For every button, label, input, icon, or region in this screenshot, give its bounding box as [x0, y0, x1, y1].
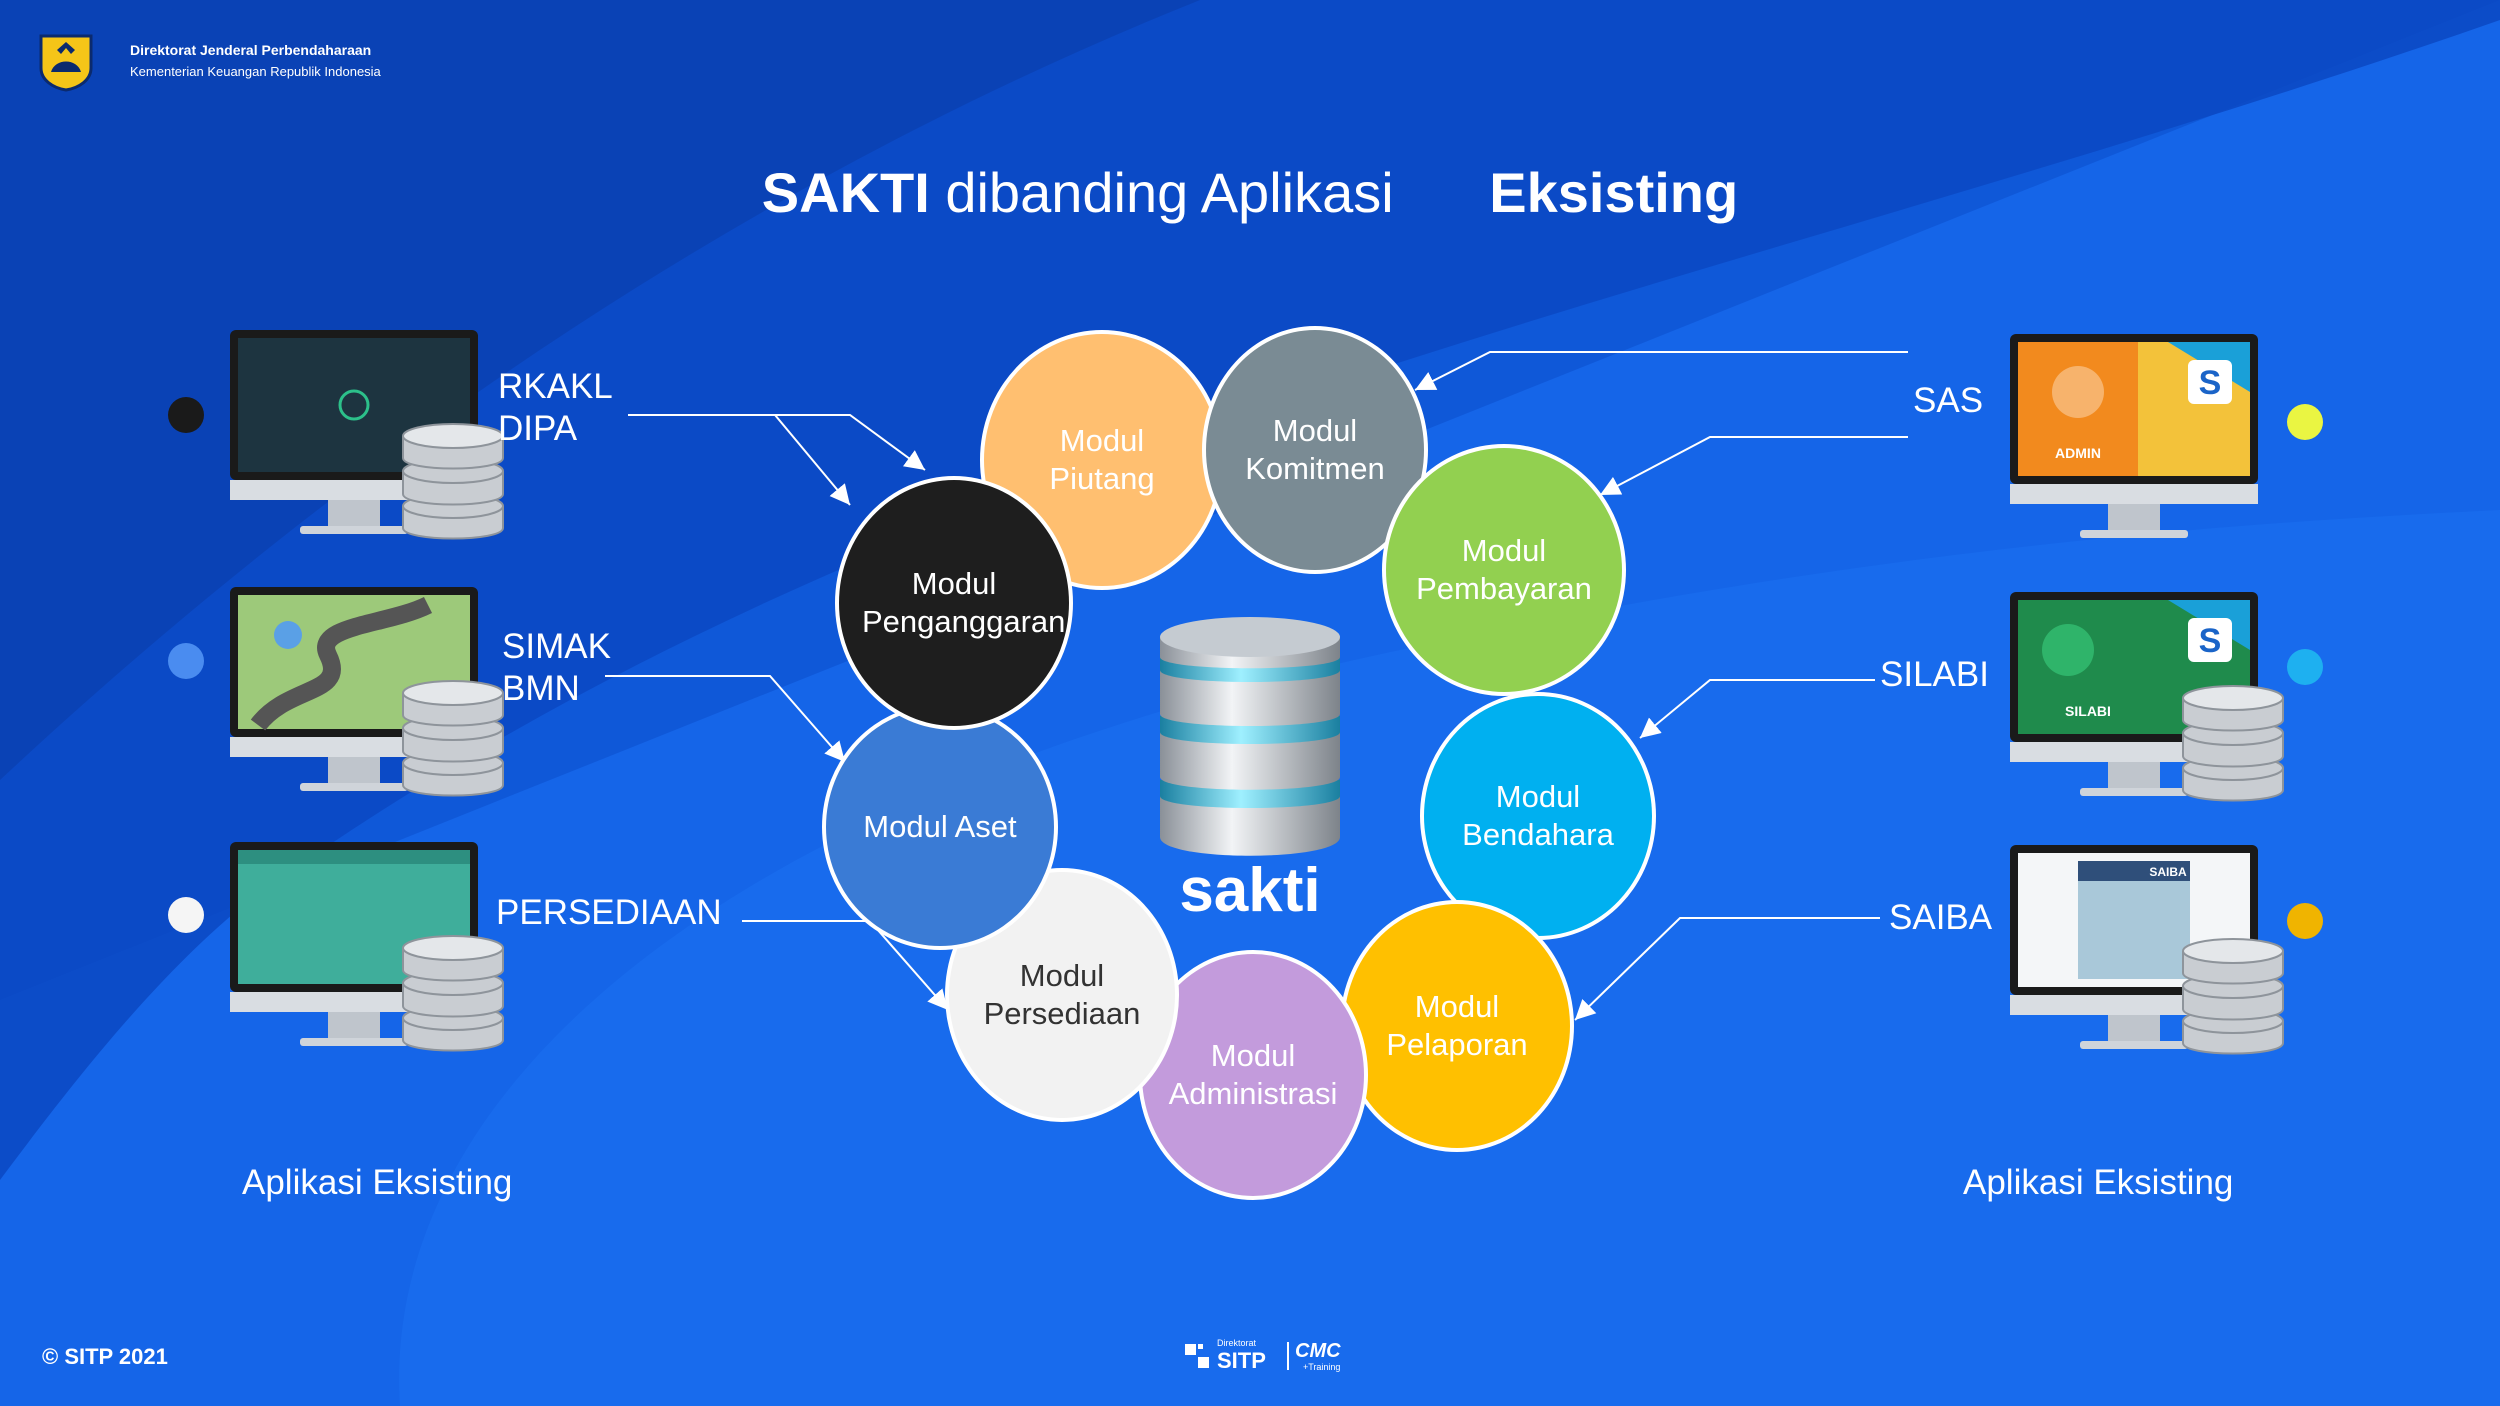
dot-right-1: [2287, 404, 2323, 440]
label-sas: SAS: [1913, 381, 1984, 420]
database-icon: [402, 680, 504, 797]
s-logo-icon: S: [2199, 622, 2222, 660]
database-icon: [2182, 938, 2284, 1055]
dot-right-2: [2287, 649, 2323, 685]
label-simak-bmn: SIMAK BMN: [502, 627, 611, 708]
label-silabi: SILABI: [1880, 655, 1989, 694]
s-logo-icon: S: [2199, 364, 2222, 402]
footer-logo-training: +Training: [1303, 1362, 1341, 1372]
screen-banner-saiba: SAIBA: [2149, 865, 2187, 879]
footer-copyright: © SITP 2021: [42, 1344, 168, 1369]
database-icon: [402, 935, 504, 1052]
label-saiba: SAIBA: [1889, 898, 1993, 937]
caption-left: Aplikasi Eksisting: [242, 1163, 513, 1202]
monitor-icon: SAIBA: [2010, 845, 2258, 1049]
title-middle: dibanding Aplikasi: [945, 161, 1394, 224]
header-ministry: Kementerian Keuangan Republik Indonesia: [130, 64, 381, 79]
title-sakti: SAKTI: [761, 161, 930, 224]
computer-silabi: S SILABI: [2008, 590, 2298, 810]
monitor-icon: S ADMIN: [2010, 334, 2258, 538]
caption-right: Aplikasi Eksisting: [1963, 1163, 2234, 1202]
module-pelaporan: Modul Pelaporan: [1340, 900, 1574, 1152]
computer-saiba: SAIBA: [2008, 843, 2298, 1063]
dot-left-3: [168, 897, 204, 933]
monitor-icon: S SILABI: [2010, 592, 2258, 796]
footer-logo-main: SITP: [1217, 1348, 1266, 1373]
footer-logo: Direktorat SITP CMC +Training: [1185, 1338, 1355, 1378]
page-title: SAKTI dibanding Aplikasi Eksisting: [0, 160, 2500, 225]
computer-simak: [228, 585, 508, 805]
screen-banner-silabi: SILABI: [2065, 703, 2111, 719]
footer-divider: [1287, 1342, 1289, 1370]
footer-logo-small: Direktorat: [1217, 1338, 1257, 1348]
label-persediaan: PERSEDIAAN: [496, 893, 722, 932]
central-database-icon: [1160, 617, 1340, 856]
dot-left-1: [168, 397, 204, 433]
database-icon: [2182, 685, 2284, 802]
ministry-logo-icon: [39, 34, 93, 92]
computer-rkakl: [228, 328, 508, 548]
module-penganggaran: Modul Penganggaran: [835, 476, 1073, 730]
label-rkakl-dipa: RKAKL DIPA: [498, 367, 613, 448]
title-eksisting: Eksisting: [1489, 161, 1739, 224]
footer-logo-cmc: CMC: [1295, 1340, 1341, 1362]
sitp-logo-icon: [1185, 1344, 1209, 1368]
dot-left-2: [168, 643, 204, 679]
center-label: sakti: [1179, 856, 1321, 925]
database-icon: [402, 423, 504, 540]
computer-sas: S ADMIN: [2008, 332, 2288, 552]
module-aset: Modul Aset: [822, 704, 1058, 950]
screen-banner-sas: ADMIN: [2055, 445, 2101, 461]
header-org: Direktorat Jenderal Perbendaharaan: [130, 42, 372, 58]
computer-persediaan: [228, 840, 508, 1060]
module-pembayaran: Modul Pembayaran: [1382, 444, 1626, 696]
dot-right-3: [2287, 903, 2323, 939]
